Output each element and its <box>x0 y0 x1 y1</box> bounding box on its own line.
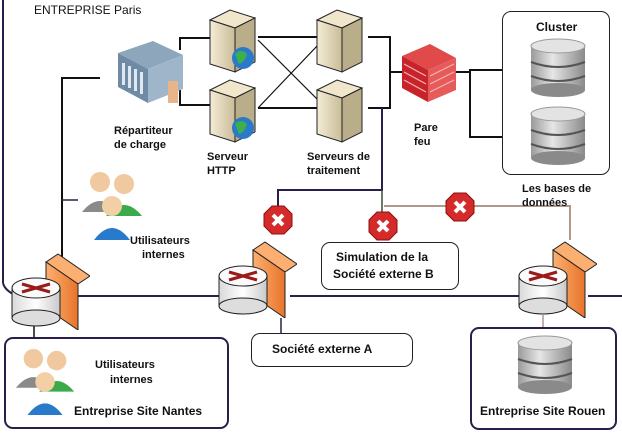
load-balancer-label-1: Répartiteur <box>114 125 173 137</box>
processing-server-label-1: Serveurs de <box>307 151 370 163</box>
nantes-users-label-1: Utilisateurs <box>95 359 155 371</box>
processing-server-label-2: traitement <box>307 165 361 177</box>
cluster-title: Cluster <box>536 20 578 34</box>
external-b-label-2: Société externe B <box>333 267 434 281</box>
databases-label-1: Les bases de <box>522 183 592 195</box>
http-server-1-icon[interactable] <box>205 8 260 76</box>
internal-users-paris-label-2: internes <box>142 249 185 261</box>
blocked-icon-b <box>368 211 398 241</box>
database-rouen-icon <box>517 335 573 394</box>
load-balancer-label-2: de charge <box>114 139 166 151</box>
router-firewall-nantes-icon[interactable] <box>8 248 90 330</box>
databases-label-2: données <box>522 197 568 209</box>
firewall-paris-label-1: Pare <box>414 122 438 134</box>
external-a-box[interactable] <box>251 333 413 367</box>
external-a-label: Société externe A <box>272 342 373 356</box>
link-proc-fw <box>368 36 402 109</box>
link-nantes-to-lb <box>61 77 100 258</box>
load-balancer-icon[interactable] <box>98 33 188 113</box>
http-server-2-icon[interactable] <box>205 78 260 146</box>
database-1-icon[interactable] <box>528 38 588 98</box>
http-server-label-2: HTTP <box>207 165 236 177</box>
diagram-title: ENTREPRISE Paris <box>34 3 142 17</box>
processing-server-1-icon[interactable] <box>312 8 367 76</box>
blocked-icon-a <box>263 205 293 235</box>
nantes-users-label-2: internes <box>110 374 153 386</box>
internal-users-paris-label-1: Utilisateurs <box>130 235 190 247</box>
firewall-paris-icon[interactable] <box>400 42 458 104</box>
internal-users-paris-icon[interactable] <box>78 168 148 242</box>
blocked-icon-rouen <box>445 192 475 222</box>
site-nantes-label: Entreprise Site Nantes <box>74 404 203 418</box>
link-cross-2 <box>257 44 319 109</box>
external-b-box[interactable] <box>321 242 459 290</box>
database-2-icon[interactable] <box>528 106 588 166</box>
router-firewall-external-a-icon[interactable] <box>215 236 297 318</box>
internal-users-nantes-icon <box>15 348 75 415</box>
blocked-link-a <box>277 108 383 215</box>
blocked-link-rouen <box>384 205 571 240</box>
router-firewall-rouen-icon[interactable] <box>515 236 597 318</box>
processing-server-2-icon[interactable] <box>312 78 367 146</box>
site-rouen-label: Entreprise Site Rouen <box>480 404 606 418</box>
link-lb-http2 <box>179 90 210 106</box>
link-cross-1 <box>257 39 319 101</box>
external-b-label-1: Simulation de la <box>336 250 429 264</box>
link-lb-http1 <box>179 37 210 50</box>
http-server-label-1: Serveur <box>207 151 248 163</box>
firewall-paris-label-2: feu <box>414 136 431 148</box>
